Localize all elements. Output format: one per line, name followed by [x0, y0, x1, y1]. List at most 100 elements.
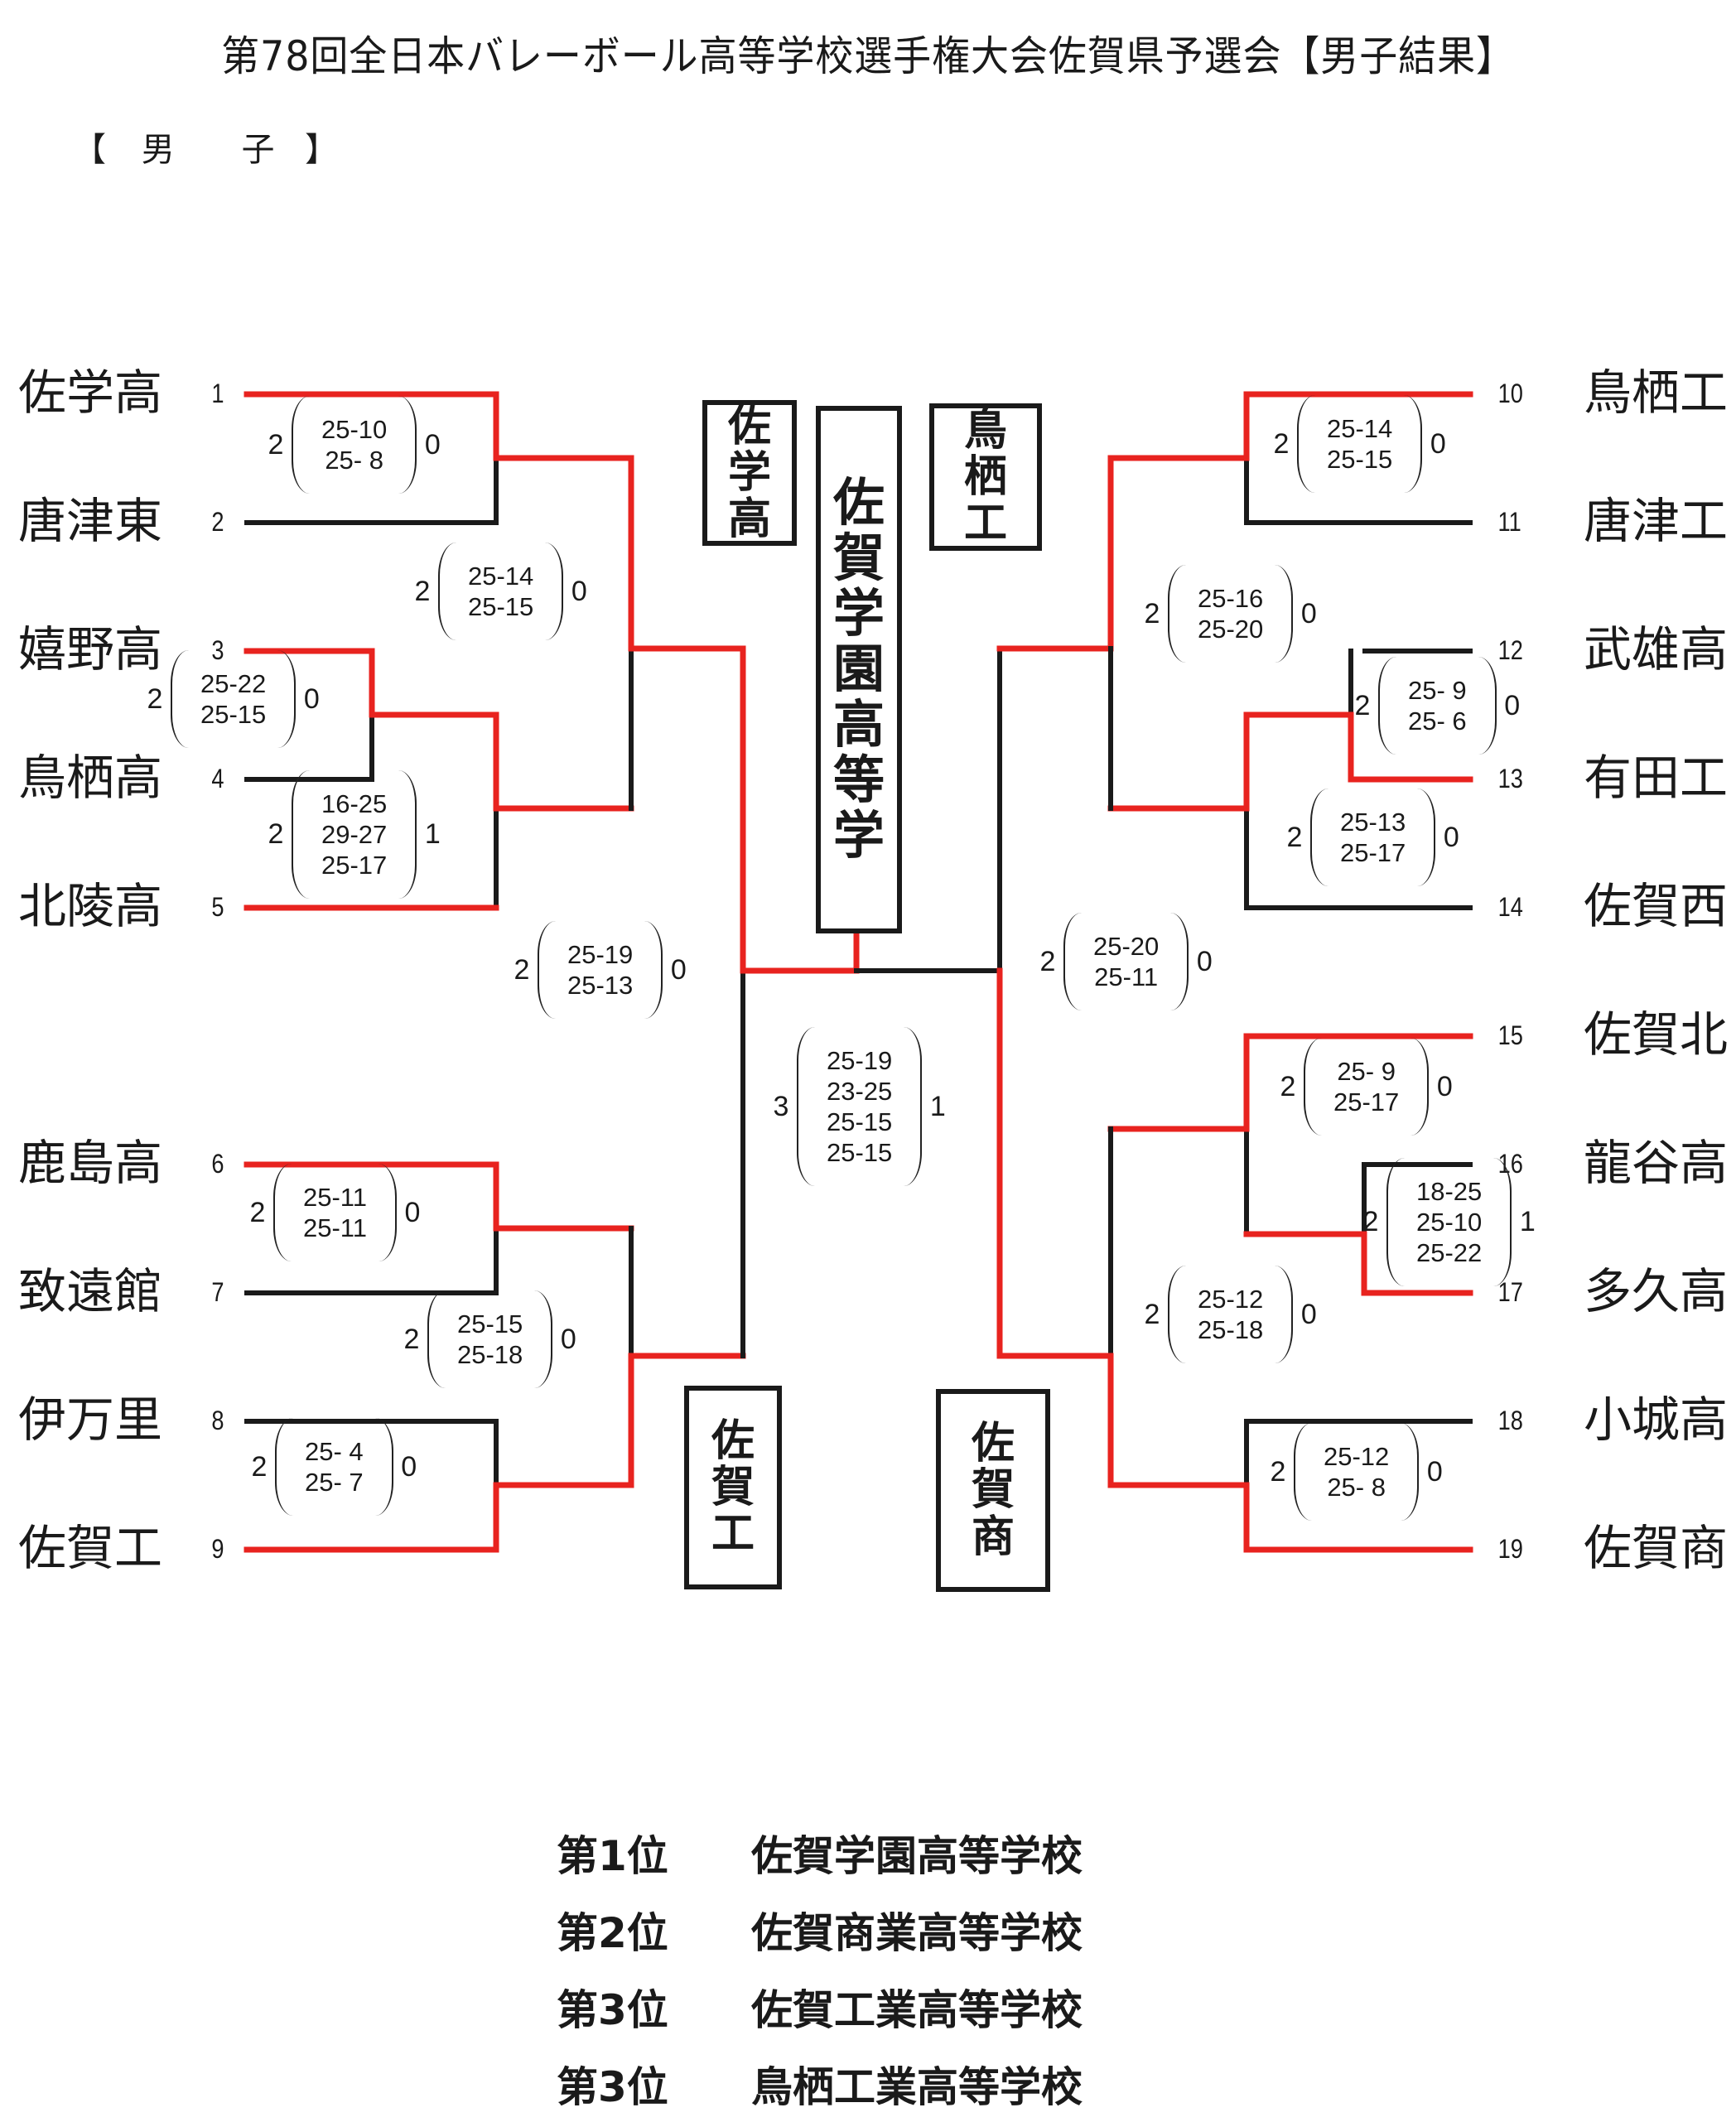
box-char: 高: [832, 693, 885, 755]
game-score: 25-11: [303, 1213, 367, 1242]
sets-won-right: 0: [303, 682, 320, 715]
box-char: 賀: [832, 528, 885, 589]
rank-school: 佐賀工業高等学校: [751, 1985, 1083, 2034]
rank-label: 第2位: [557, 1908, 668, 1957]
rank-school: 佐賀商業高等学校: [751, 1908, 1083, 1957]
game-score: 25-16: [1198, 584, 1264, 613]
box-char: 賀: [971, 1465, 1015, 1516]
game-score: 25-14: [1327, 414, 1393, 443]
final-rankings: 第1位佐賀学園高等学校 第2位 佐賀商業高等学校 第3位 佐賀工業高等学校 第3位 鳥…: [557, 1814, 1083, 2122]
game-score: 25-14: [468, 562, 534, 591]
sets-won-left: 2: [1039, 945, 1056, 977]
sets-won-left: 2: [414, 575, 431, 607]
team-seed: 12: [1497, 635, 1523, 665]
rank-label: 第3位: [557, 2062, 668, 2111]
game-score: 25-13: [567, 971, 634, 1000]
game-score: 16-25: [321, 789, 388, 818]
rank-school: 鳥栖工業高等学校: [751, 2062, 1083, 2111]
game-score: 25-20: [1093, 932, 1160, 961]
game-score: 25-15: [827, 1138, 893, 1167]
sets-won-right: 0: [1300, 597, 1317, 629]
box-char: 佐: [727, 401, 771, 451]
team-seed: 1: [211, 379, 224, 408]
team-name: 鳥栖高: [18, 750, 163, 806]
game-score: 25- 4: [305, 1437, 364, 1466]
game-score: 25-15: [200, 700, 267, 729]
game-score: 25- 8: [325, 446, 383, 475]
team-seed: 4: [211, 764, 224, 793]
team-seed: 3: [211, 635, 224, 665]
team-name: 致遠館: [18, 1263, 163, 1319]
sets-won-right: 1: [929, 1090, 946, 1122]
team-name: 多久高: [1584, 1263, 1729, 1319]
champion-box: 佐賀学園高等学: [816, 406, 902, 933]
game-score: 25-10: [321, 415, 388, 444]
sets-won-right: 0: [670, 953, 687, 986]
team-seed: 18: [1497, 1406, 1523, 1435]
game-score: 25-11: [1094, 962, 1159, 991]
game-score: 25-17: [321, 851, 388, 880]
team-name: 武雄高: [1584, 621, 1729, 678]
box-char: 等: [832, 749, 885, 810]
sets-won-left: 2: [1362, 1206, 1379, 1237]
sets-won-right: 0: [404, 1196, 421, 1228]
sets-won-left: 3: [773, 1090, 789, 1122]
sets-won-right: 0: [1443, 821, 1459, 853]
sets-won-right: 0: [560, 1323, 576, 1355]
game-score: 25- 9: [1337, 1057, 1396, 1086]
box-char: 園: [832, 639, 885, 700]
section-label-boys: 【 男 子 】: [73, 123, 341, 171]
sets-won-left: 2: [1270, 1455, 1286, 1488]
sets-won-left: 2: [1286, 821, 1303, 853]
box-char: 佐: [711, 1415, 755, 1466]
sets-won-right: 0: [1430, 427, 1446, 460]
ranking-row: 第1位佐賀学園高等学校: [557, 1814, 1083, 1891]
rank-label: 第1位: [557, 1831, 668, 1880]
sets-won-left: 2: [403, 1323, 420, 1355]
box-char: 工: [963, 499, 1007, 549]
section-char-1: 男: [141, 131, 178, 169]
game-score: 25- 6: [1408, 707, 1467, 735]
sets-won-right: 0: [1504, 689, 1521, 721]
game-score: 25-10: [1416, 1208, 1483, 1237]
ranking-row: 第3位 鳥栖工業高等学校: [557, 2045, 1083, 2122]
team-name: 佐賀北: [1584, 1006, 1729, 1063]
sets-won-left: 2: [249, 1196, 266, 1228]
box-char: 佐: [832, 472, 885, 533]
game-score: 25- 9: [1408, 676, 1467, 705]
sets-won-left: 2: [1144, 1298, 1160, 1330]
game-score: 25-20: [1198, 615, 1264, 644]
team-seed: 6: [211, 1149, 224, 1179]
game-score: 25-15: [468, 592, 534, 621]
team-name: 小城高: [1584, 1391, 1729, 1448]
sets-won-left: 2: [251, 1450, 268, 1483]
team-seed: 8: [211, 1406, 224, 1435]
sets-won-left: 2: [1273, 427, 1290, 460]
team-name: 唐津東: [18, 493, 163, 549]
